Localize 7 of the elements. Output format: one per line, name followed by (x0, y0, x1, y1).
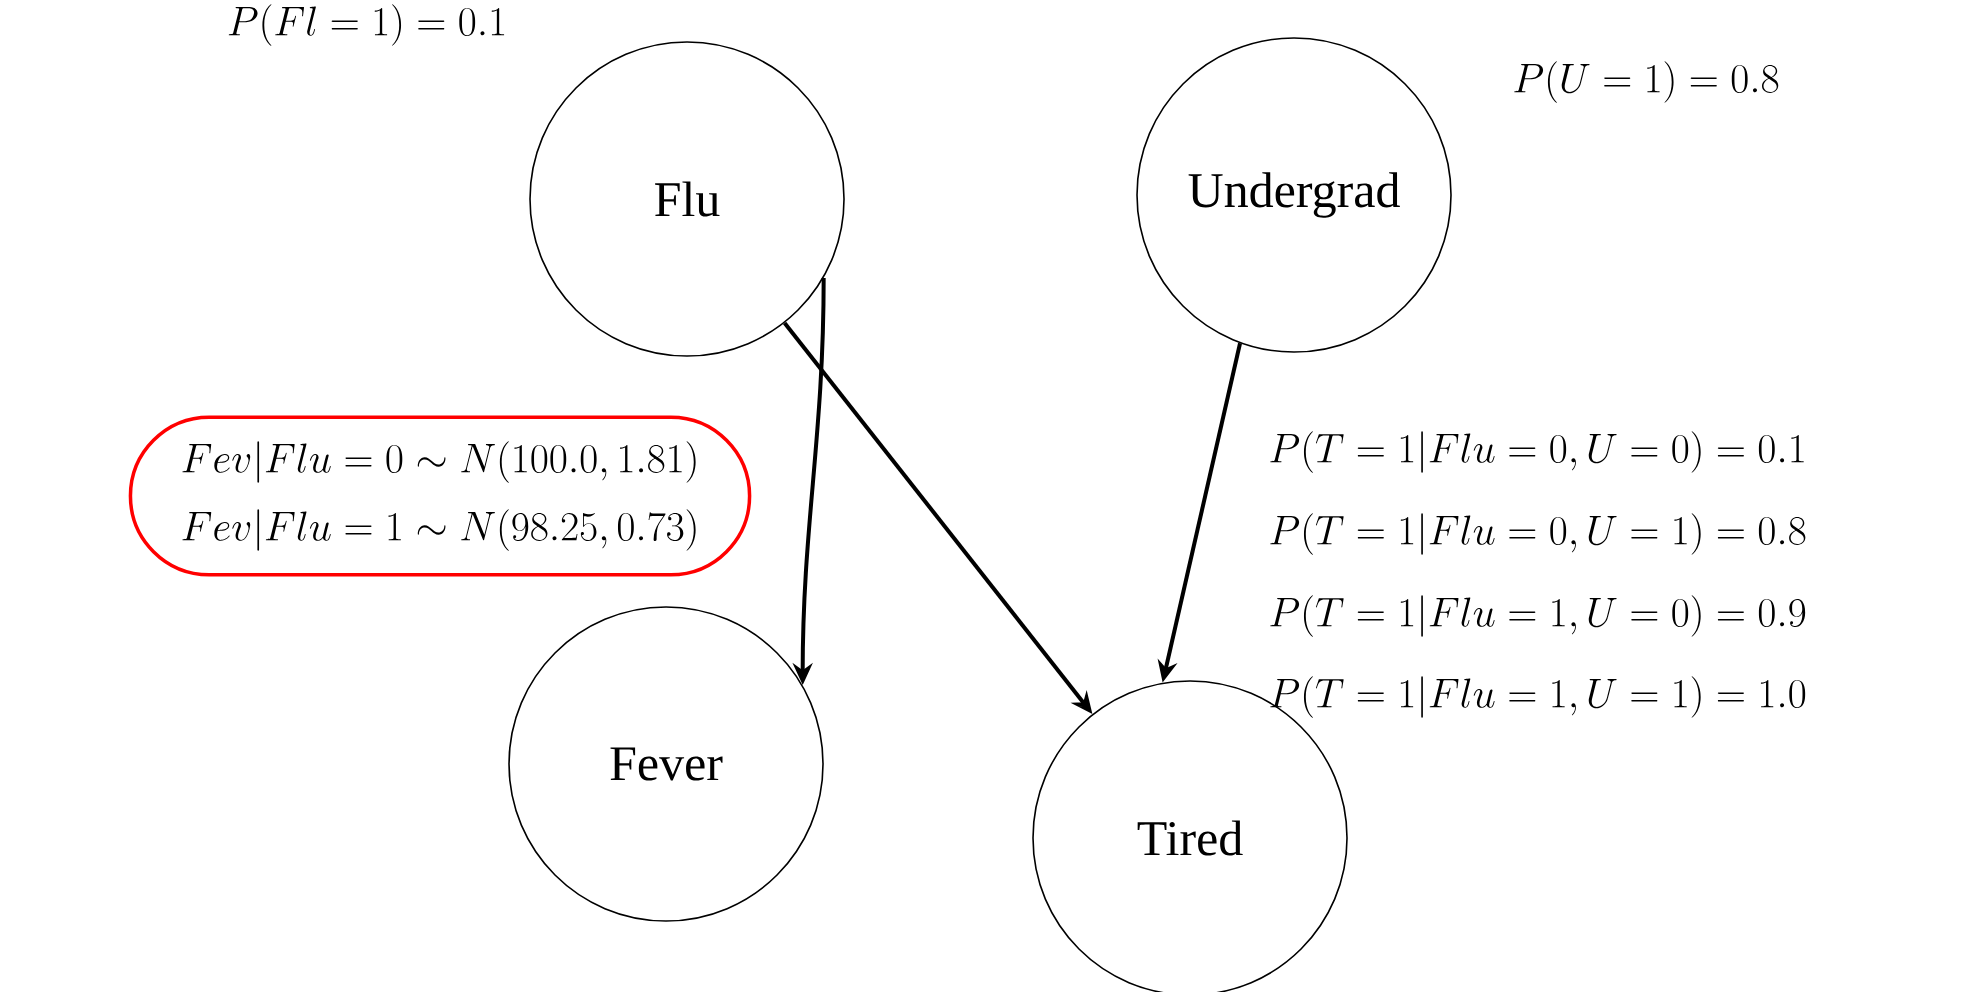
probability-label: $P(T = 1|Flu = 0, U = 0) = 0.1$ (1270, 431, 1804, 473)
probability-label: $P(T = 1|Flu = 0, U = 1) = 0.8$ (1270, 513, 1806, 555)
probability-label: $P(U = 1) = 0.8$ (1514, 61, 1779, 103)
highlight-loop: $Fev|Flu = 0 \sim N(100.0, 1.81)$ $Fev|Flu = 1 \sim N(98.25, 0.73)$ (128, 415, 752, 577)
probability-label: $P(T = 1|Flu = 1, U = 1) = 1.0$ (1270, 676, 1806, 718)
probability-label: $P(T = 1|Flu = 1, U = 0) = 0.9$ (1270, 595, 1806, 637)
probability-label: $P(Fl = 1) = 0.1$ (228, 4, 505, 46)
